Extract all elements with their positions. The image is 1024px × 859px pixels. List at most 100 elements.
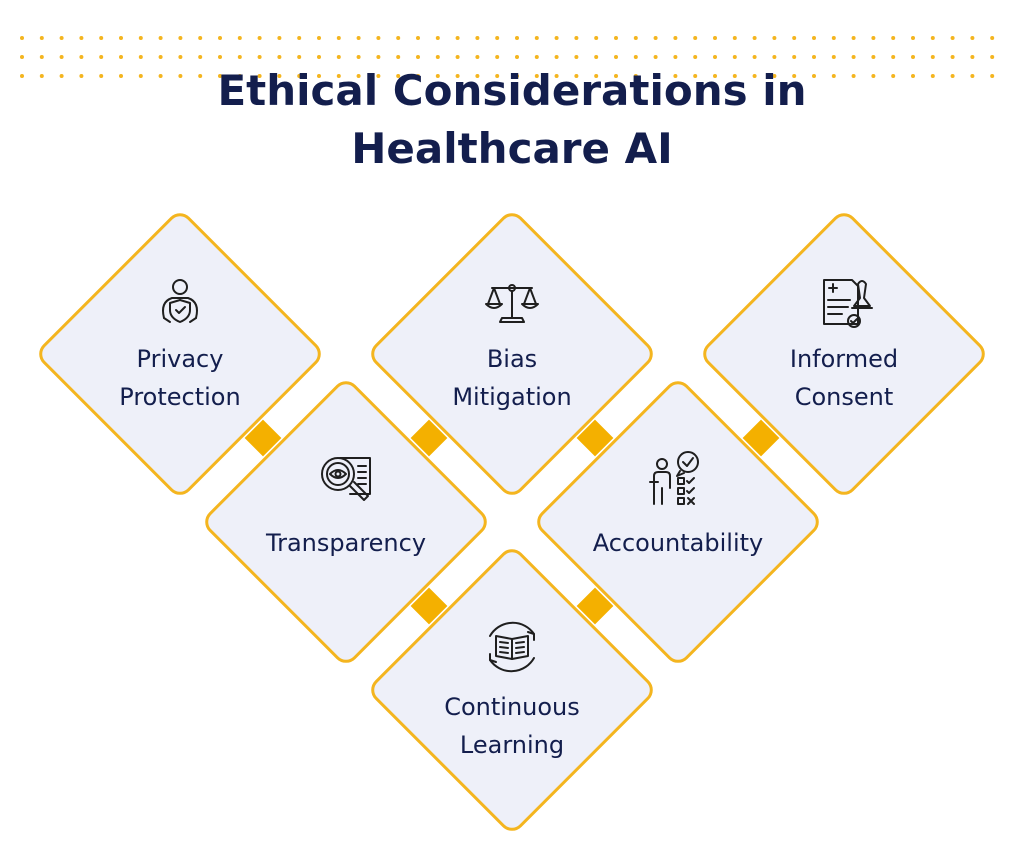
dot xyxy=(277,74,282,78)
magnifier-eye-document-icon xyxy=(321,457,371,501)
dot xyxy=(198,74,203,78)
dot xyxy=(218,55,222,59)
dot xyxy=(178,74,183,78)
dot xyxy=(792,74,797,78)
dot xyxy=(871,36,876,40)
dot xyxy=(138,36,143,40)
dot xyxy=(930,55,935,59)
dot xyxy=(416,74,420,78)
dot xyxy=(297,55,302,59)
dot xyxy=(138,74,143,78)
dot xyxy=(653,36,658,40)
connector-bias-accountability xyxy=(576,419,614,457)
dot xyxy=(554,36,559,40)
dot xyxy=(614,55,618,59)
dot xyxy=(633,36,638,40)
connector-learning-accountability xyxy=(576,587,614,625)
dot xyxy=(495,55,500,59)
dot xyxy=(435,55,440,59)
connectors xyxy=(244,419,780,625)
label-accountability: Accountability xyxy=(558,524,798,562)
dot xyxy=(455,74,460,78)
dot xyxy=(891,36,896,40)
dot xyxy=(713,74,717,78)
label-learning-line-2: Learning xyxy=(459,731,565,759)
dot xyxy=(396,74,401,78)
dot xyxy=(99,55,104,59)
dot xyxy=(178,55,183,59)
dot xyxy=(732,36,737,40)
dot xyxy=(831,36,836,40)
connector-transparency-learning xyxy=(410,587,448,625)
dot xyxy=(732,74,737,78)
label-continuous-learning: Continuous Learning xyxy=(392,688,632,764)
connector-accountability-consent xyxy=(742,419,780,457)
dot xyxy=(39,55,44,59)
dot xyxy=(39,74,44,78)
dot xyxy=(534,74,539,78)
dot xyxy=(950,55,955,59)
diamond-transparency xyxy=(205,381,487,663)
dot xyxy=(257,74,262,78)
dot xyxy=(693,55,698,59)
book-cycle-icon xyxy=(489,621,535,673)
dot xyxy=(693,36,698,40)
label-accountability-line-1: Accountability xyxy=(592,529,764,557)
label-privacy-line-1: Privacy xyxy=(136,345,224,373)
dot xyxy=(633,74,638,78)
dot xyxy=(554,74,559,78)
dot xyxy=(713,55,717,59)
signed-document-stamp-icon xyxy=(823,279,873,328)
dot xyxy=(515,55,519,59)
dot xyxy=(772,36,777,40)
dot xyxy=(594,36,599,40)
dot xyxy=(277,36,282,40)
dot xyxy=(930,36,935,40)
dot xyxy=(495,36,500,40)
dot xyxy=(614,36,618,40)
dot xyxy=(812,36,816,40)
dot xyxy=(515,36,519,40)
title-line-1: Ethical Considerations in xyxy=(217,66,807,115)
dot xyxy=(792,55,797,59)
dot xyxy=(950,74,955,78)
dot xyxy=(594,74,599,78)
dot xyxy=(158,36,163,40)
dot xyxy=(812,55,816,59)
dot xyxy=(970,74,975,78)
dot xyxy=(218,36,222,40)
dot xyxy=(119,55,123,59)
dot xyxy=(297,36,302,40)
label-privacy-line-2: Protection xyxy=(119,383,241,411)
dot xyxy=(534,55,539,59)
dot xyxy=(356,36,361,40)
dot xyxy=(119,74,123,78)
dot xyxy=(891,55,896,59)
dot xyxy=(396,36,401,40)
dot xyxy=(356,74,361,78)
dot xyxy=(138,55,143,59)
dot xyxy=(435,36,440,40)
dot xyxy=(317,36,321,40)
dot xyxy=(237,55,242,59)
dot xyxy=(79,74,84,78)
dot xyxy=(158,55,163,59)
decorative-dot-pattern xyxy=(20,36,995,78)
person-checklist-icon xyxy=(649,451,699,505)
diamond-informed-consent xyxy=(703,213,985,495)
dot xyxy=(673,74,678,78)
dot xyxy=(317,55,321,59)
dot xyxy=(633,55,638,59)
dot xyxy=(930,74,935,78)
dot xyxy=(990,74,995,78)
dot xyxy=(79,36,84,40)
dot xyxy=(752,55,757,59)
label-consent-line-2: Consent xyxy=(794,383,894,411)
dot xyxy=(435,74,440,78)
dot xyxy=(970,55,975,59)
dot xyxy=(20,74,24,78)
dot xyxy=(495,74,500,78)
dot xyxy=(396,55,401,59)
dot xyxy=(99,36,104,40)
dot xyxy=(198,36,203,40)
